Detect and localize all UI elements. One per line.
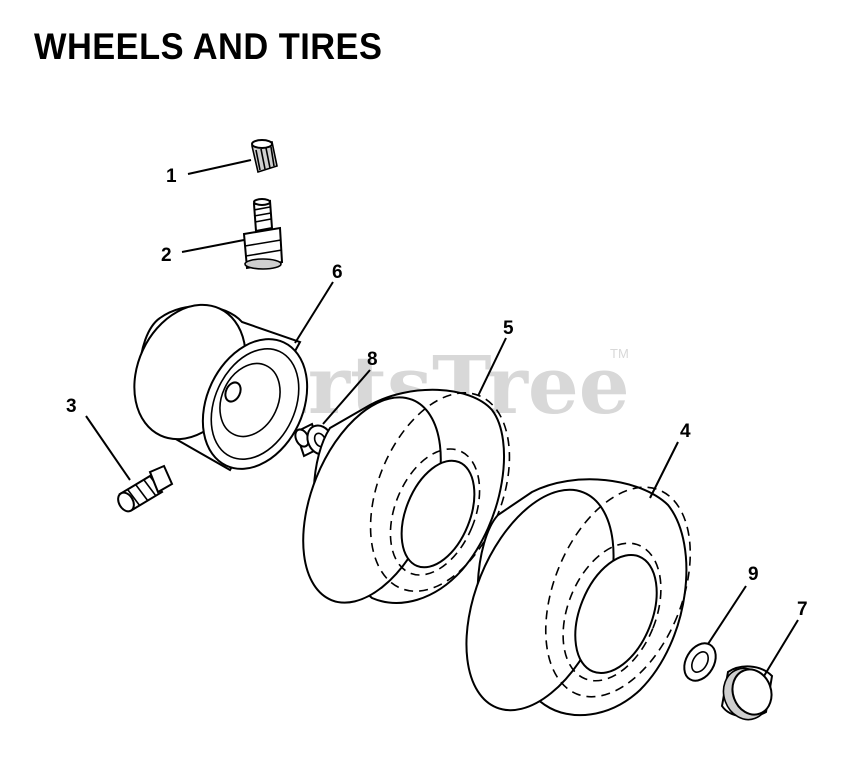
callout-1[interactable]: 1	[166, 166, 177, 187]
callout-3[interactable]: 3	[66, 396, 77, 417]
callout-6[interactable]: 6	[332, 262, 343, 283]
part-tire[interactable]	[437, 466, 718, 731]
part-valve-stem[interactable]	[242, 198, 284, 270]
part-lug-bolt[interactable]	[115, 464, 174, 514]
callout-8[interactable]: 8	[367, 349, 378, 370]
callout-numbers: 1 2 3 4 5 6 7 8 9	[66, 166, 808, 620]
leader-lines	[85, 159, 799, 677]
part-hub-cap[interactable]	[716, 662, 777, 726]
part-tire-dashed[interactable]	[276, 372, 537, 622]
callout-5[interactable]: 5	[503, 318, 514, 339]
callout-2[interactable]: 2	[161, 245, 172, 266]
callout-7[interactable]: 7	[797, 599, 808, 620]
watermark-trademark: TM	[610, 346, 629, 361]
part-wheel-rim[interactable]	[113, 287, 327, 486]
callout-4[interactable]: 4	[680, 421, 691, 442]
part-valve-cap[interactable]	[251, 139, 278, 174]
page-title: WHEELS AND TIRES	[34, 26, 383, 67]
callout-9[interactable]: 9	[748, 564, 759, 585]
part-washer[interactable]	[678, 638, 722, 687]
